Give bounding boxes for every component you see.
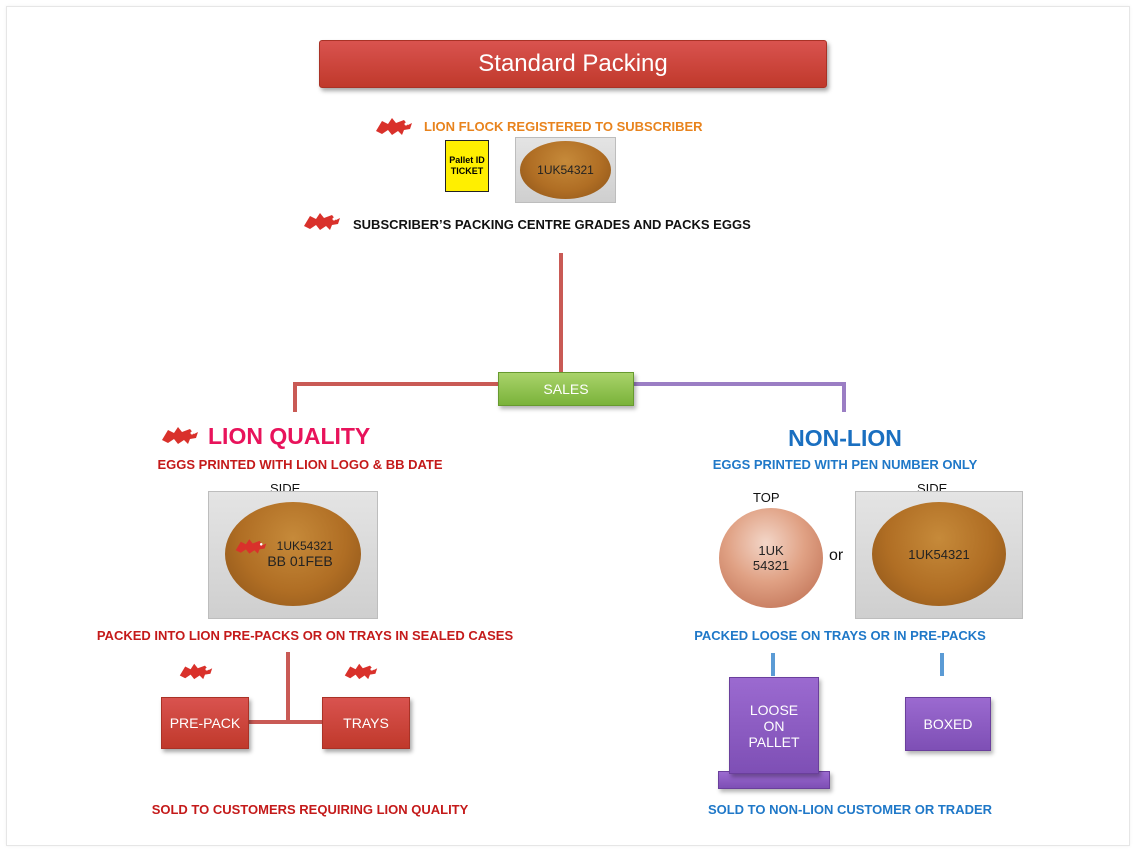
loose-line2: ON: [763, 717, 785, 734]
nonlion-subheading: EGGS PRINTED WITH PEN NUMBER ONLY: [712, 457, 978, 472]
lion-logo-icon: [374, 115, 414, 137]
lion-logo-icon: [178, 660, 214, 682]
nonlion-sold-text: SOLD TO NON-LION CUSTOMER OR TRADER: [707, 802, 993, 817]
lion-egg: 1UK54321 BB 01FEB: [225, 502, 361, 606]
top-egg-code: 1UK54321: [537, 163, 594, 177]
nonlion-side-code: 1UK54321: [908, 546, 970, 562]
boxed-box: BOXED: [905, 697, 991, 751]
lion-egg-date: BB 01FEB: [267, 553, 333, 569]
nonlion-heading: NON-LION: [788, 425, 902, 451]
sales-box: SALES: [498, 372, 634, 406]
flock-text: LION FLOCK REGISTERED TO SUBSCRIBER: [424, 119, 703, 134]
lion-subheading: EGGS PRINTED WITH LION LOGO & BB DATE: [157, 457, 443, 472]
lion-egg-card: 1UK54321 BB 01FEB: [208, 491, 378, 619]
pallet-id-ticket: Pallet ID TICKET: [445, 140, 489, 192]
top-egg-card: 1UK54321: [515, 137, 616, 203]
ticket-text: Pallet ID TICKET: [449, 155, 485, 176]
trays-box: TRAYS: [322, 697, 410, 749]
loose-on-pallet-box: LOOSE ON PALLET: [729, 677, 819, 774]
lion-heading: LION QUALITY: [208, 423, 371, 449]
nonlion-packed-text: PACKED LOOSE ON TRAYS OR IN PRE-PACKS: [694, 628, 986, 643]
nonlion-top-label: TOP: [753, 490, 780, 505]
lion-logo-icon: [160, 423, 200, 447]
packing-centre-text: SUBSCRIBER’S PACKING CENTRE GRADES AND P…: [353, 217, 751, 232]
lion-logo-icon: [302, 210, 342, 232]
lion-packed-text: PACKED INTO LION PRE-PACKS OR ON TRAYS I…: [96, 628, 514, 643]
lion-logo-icon: [343, 660, 379, 682]
sales-label: SALES: [543, 381, 589, 397]
boxed-label: BOXED: [923, 716, 973, 732]
top-code-line1: 1UK: [758, 543, 784, 558]
or-text: or: [829, 547, 844, 564]
nonlion-top-egg: 1UK 54321: [719, 508, 823, 608]
lion-logo-icon: [234, 536, 268, 556]
trays-label: TRAYS: [343, 715, 389, 731]
lion-egg-code: 1UK54321: [276, 539, 334, 553]
loose-line1: LOOSE: [749, 701, 799, 718]
prepack-box: PRE-PACK: [161, 697, 249, 749]
loose-line3: PALLET: [748, 733, 800, 750]
title-text: Standard Packing: [478, 50, 668, 77]
top-code-line2: 54321: [752, 558, 790, 573]
title-box: Standard Packing: [319, 40, 827, 88]
nonlion-side-egg: 1UK54321: [872, 502, 1006, 606]
nonlion-egg-card: 1UK54321: [855, 491, 1023, 619]
top-egg: 1UK54321: [520, 141, 611, 199]
prepack-label: PRE-PACK: [169, 715, 241, 731]
lion-sold-text: SOLD TO CUSTOMERS REQUIRING LION QUALITY: [151, 802, 469, 817]
